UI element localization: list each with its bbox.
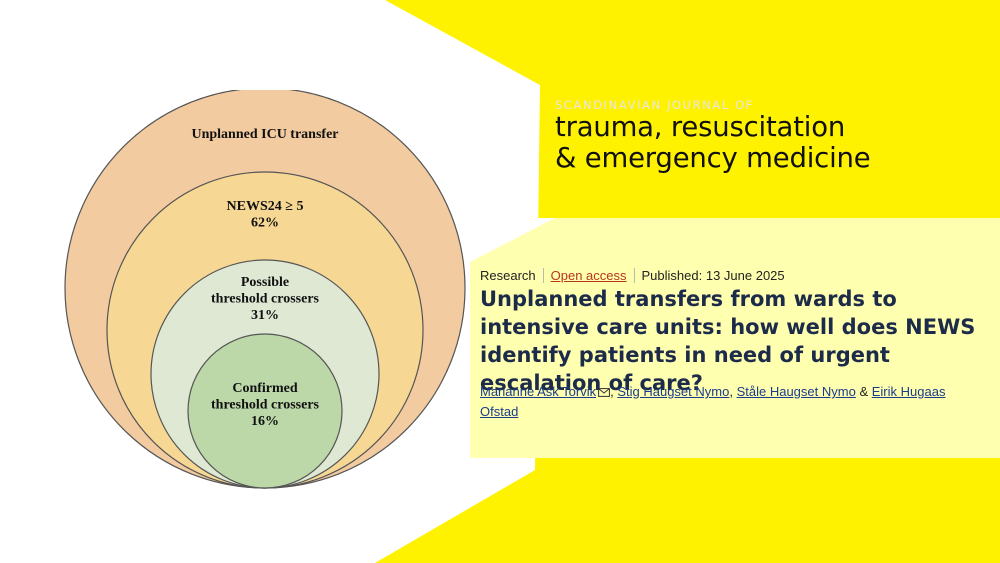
circle-4-label: threshold crossers [211, 398, 320, 413]
author-link[interactable]: Eirik Hugaas Ofstad [480, 384, 946, 419]
journal-kicker: SCANDINAVIAN JOURNAL OF [555, 98, 755, 112]
author-link[interactable]: Marianne Ask Torvik [480, 384, 597, 399]
email-icon[interactable] [598, 388, 610, 397]
journal-name-line1: trauma, resuscitation [555, 111, 846, 143]
circle-2-label: 62% [251, 216, 279, 231]
article-title[interactable]: Unplanned transfers from wards to intens… [480, 287, 976, 395]
open-access-link[interactable]: Open access [550, 268, 627, 283]
meta-divider [542, 268, 544, 283]
author-separator: , [729, 384, 733, 399]
author-separator: , [610, 384, 614, 399]
pale-yellow-panel [470, 218, 1000, 458]
journal-name-line2: & emergency medicine [555, 142, 871, 174]
circle-4-label: 16% [251, 414, 279, 429]
circle-1-label: Unplanned ICU transfer [191, 127, 338, 142]
author-list: Marianne Ask Torvik, Stig Haugset Nymo, … [480, 382, 980, 422]
meta-divider [633, 268, 635, 283]
circle-2-label: NEWS24 ≥ 5 [227, 199, 304, 214]
circle-3-label: Possible [241, 275, 289, 290]
circle-4-label: Confirmed [232, 381, 298, 396]
white-wedge [470, 218, 555, 262]
circle-3-label: threshold crossers [211, 292, 320, 307]
author-and: & [859, 384, 869, 399]
circle-4 [187, 333, 343, 489]
article-type: Research [480, 268, 536, 283]
article-meta: Research Open access Published: 13 June … [480, 268, 785, 283]
author-link[interactable]: Ståle Haugset Nymo [736, 384, 856, 399]
author-link[interactable]: Stig Haugset Nymo [617, 384, 730, 399]
published-date: Published: 13 June 2025 [641, 268, 785, 283]
journal-masthead[interactable]: SCANDINAVIAN JOURNAL OF trauma, resuscit… [555, 98, 871, 174]
circle-3-label: 31% [251, 308, 279, 323]
